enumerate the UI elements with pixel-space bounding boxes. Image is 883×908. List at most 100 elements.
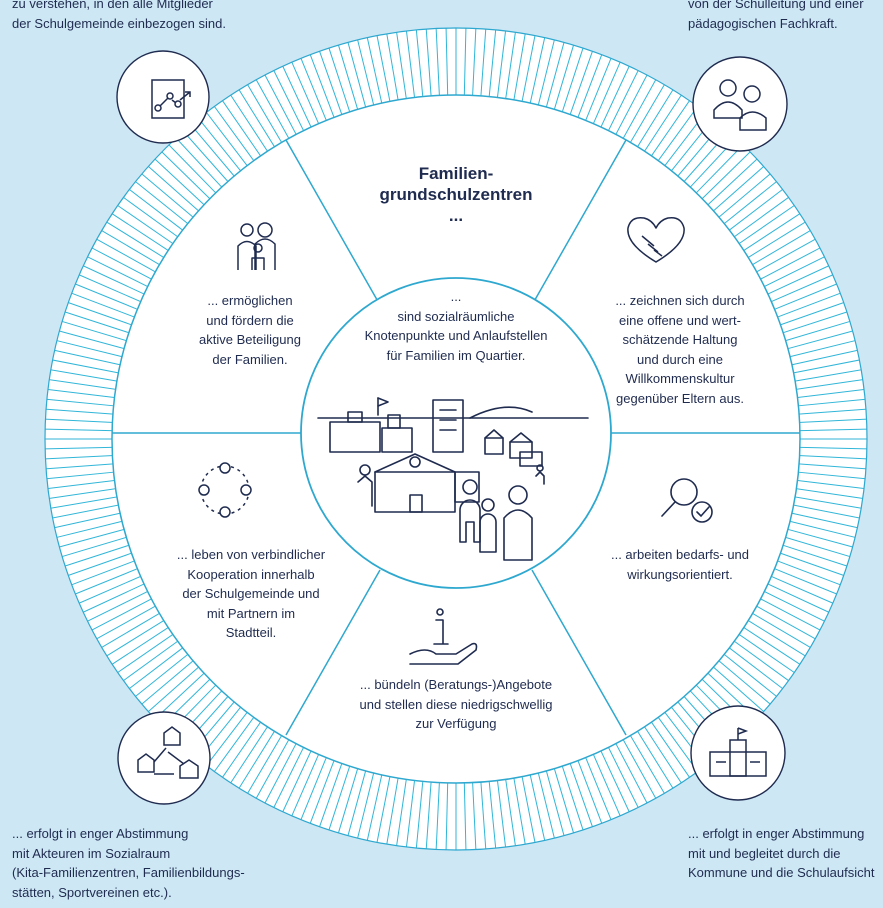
ring-hatch-line — [52, 519, 126, 539]
ring-hatch-line — [760, 254, 829, 289]
ring-hatch-line — [336, 41, 360, 114]
ring-hatch-line — [58, 319, 131, 343]
ring-hatch-line — [138, 657, 197, 707]
ring-hatch-line — [791, 368, 866, 383]
ring-hatch-line — [71, 282, 142, 312]
ring-hatch-line — [591, 58, 623, 128]
ring-hatch-line — [395, 28, 408, 103]
ring-hatch-line — [44, 479, 119, 490]
ring-hatch-line — [471, 28, 477, 100]
ring-hatch-line — [764, 263, 833, 297]
ring-hatch-line — [795, 408, 867, 415]
ring-hatch-line — [528, 770, 547, 845]
ring-hatch-line — [405, 776, 416, 850]
ring-hatch-line — [93, 236, 160, 275]
ring-hatch-line — [145, 664, 202, 715]
ring-hatch-line — [203, 108, 250, 170]
ring-hatch-line — [791, 495, 866, 510]
ring-hatch-line — [299, 54, 329, 125]
ring-hatch-line — [132, 651, 192, 700]
ring-hatch-line — [45, 378, 120, 391]
ring-hatch-line — [789, 503, 864, 520]
ring-hatch-line — [44, 398, 118, 407]
corner-badge-top-left — [116, 50, 210, 144]
ring-hatch-line — [64, 300, 136, 327]
ring-hatch-line — [93, 603, 160, 642]
center-circle — [300, 277, 612, 589]
ring-hatch-line — [767, 272, 837, 304]
ring-hatch-line — [725, 645, 787, 692]
diagram-title: Familien- grundschulzentren ... — [379, 164, 533, 225]
ring-hatch-line — [44, 418, 117, 424]
ring-hatch-line — [253, 76, 292, 143]
ring-hatch-line — [317, 759, 344, 831]
ring-hatch-line — [613, 71, 650, 139]
ring-hatch-line — [245, 731, 285, 797]
ring-hatch-line — [787, 348, 862, 367]
ring-hatch-line — [773, 559, 845, 587]
ring-hatch-line — [598, 747, 632, 816]
ring-hatch-line — [781, 319, 854, 343]
ring-hatch-line — [61, 310, 133, 335]
ring-hatch-line — [138, 171, 197, 221]
ring-hatch-line — [568, 759, 595, 831]
corner-text-top-right: von der Schulleitung und einer pädagogis… — [688, 0, 864, 31]
ring-hatch-line — [786, 339, 860, 359]
ring-hatch-line — [744, 219, 809, 261]
ring-hatch-line — [776, 551, 848, 578]
ring-hatch-line — [211, 102, 257, 165]
corner-badge-bottom-right — [690, 705, 786, 801]
ring-hatch-line — [789, 358, 864, 375]
ring-hatch-line — [435, 778, 441, 850]
ring-hatch-line — [103, 617, 168, 659]
ring-hatch-line — [504, 28, 517, 103]
ring-hatch-line — [280, 747, 314, 816]
ring-hatch-line — [748, 228, 814, 268]
corner-text-bottom-left: ... erfolgt in enger Abstimmung mit Akte… — [12, 826, 245, 900]
ring-hatch-line — [496, 776, 507, 850]
segment-text-evaluation: ... arbeiten bedarfs- und wirkungsorient… — [610, 547, 750, 582]
segment-text-welcome: ... zeichnen sich durch eine offene und … — [615, 293, 745, 406]
ring-hatch-line — [715, 657, 774, 707]
ring-hatch-line — [445, 28, 449, 100]
ring-hatch-line — [327, 44, 352, 116]
ring-hatch-line — [280, 62, 314, 131]
ring-hatch-line — [253, 735, 292, 802]
ring-hatch-line — [794, 398, 867, 407]
ring-hatch-line — [405, 28, 416, 102]
corner-text-bottom-right: ... erfolgt in enger Abstimmung mit und … — [688, 826, 875, 880]
divider-line — [285, 569, 381, 736]
ring-hatch-line — [463, 28, 467, 100]
family-icon — [237, 222, 276, 270]
ring-hatch-line — [779, 543, 851, 568]
ring-hatch-line — [375, 31, 392, 106]
ring-hatch-line — [787, 511, 862, 530]
ring-hatch-line — [568, 47, 595, 119]
ring-hatch-line — [299, 753, 329, 824]
ring-hatch-line — [346, 766, 368, 840]
ring-hatch-line — [44, 388, 119, 399]
connected-houses-icon — [137, 726, 199, 779]
ring-hatch-line — [44, 463, 117, 470]
ring-hatch-line — [634, 727, 676, 792]
ring-hatch-line — [44, 471, 118, 480]
ring-hatch-line — [613, 739, 650, 807]
corner-badge-top-right — [692, 56, 788, 152]
ring-hatch-line — [471, 778, 477, 850]
ring-hatch-line — [262, 739, 299, 807]
ring-hatch-line — [145, 163, 202, 214]
ring-hatch-line — [627, 81, 667, 147]
ring-hatch-line — [641, 91, 684, 155]
ring-hatch-line — [308, 756, 336, 828]
ring-hatch-line — [375, 772, 392, 847]
ring-hatch-line — [415, 777, 424, 850]
corner-badge-bottom-left — [117, 711, 211, 805]
ring-hatch-line — [504, 775, 517, 850]
ring-hatch-line — [88, 245, 156, 282]
ring-hatch-line — [203, 708, 250, 770]
ring-hatch-line — [583, 54, 613, 125]
handshake-heart-icon — [627, 216, 685, 263]
ring-hatch-line — [606, 66, 641, 135]
ring-hatch-line — [44, 446, 117, 450]
ring-hatch-line — [480, 778, 487, 850]
